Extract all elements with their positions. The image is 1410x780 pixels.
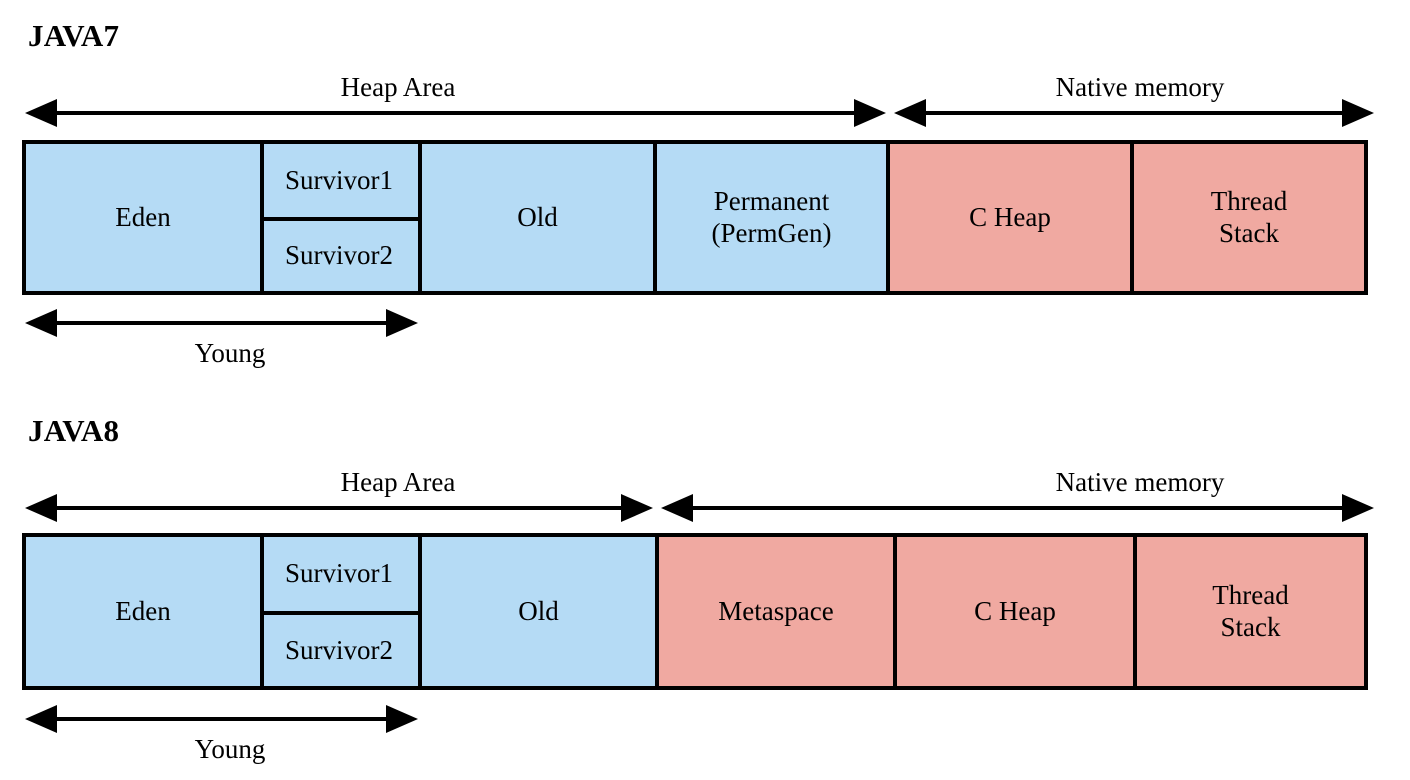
java7-young-arrow	[25, 309, 418, 337]
java7-divider-cheap-threadstack	[1130, 144, 1134, 291]
java8-region-survivor1[interactable]: Survivor1	[260, 537, 418, 611]
java7-region-survivor1-label: Survivor1	[285, 164, 393, 195]
java8-title: JAVA8	[28, 413, 120, 448]
java7-region-survivor2[interactable]: Survivor2	[260, 221, 418, 291]
java7-title: JAVA7	[28, 18, 120, 53]
java8-young-label: Young	[194, 734, 266, 764]
java8-heap-area-arrow	[25, 494, 653, 522]
java8-young-arrow	[25, 705, 418, 733]
java7-region-c-heap-label: C Heap	[969, 201, 1051, 232]
java7-divider-permanent-cheap	[886, 144, 890, 291]
java8-divider-metaspace-cheap	[893, 537, 897, 686]
java7-divider-old-permanent	[653, 144, 657, 291]
java8-region-eden[interactable]: Eden	[26, 537, 260, 686]
java7-region-eden-label: Eden	[115, 201, 171, 232]
java7-region-thread-stack[interactable]: Thread Stack	[1134, 144, 1364, 291]
java8-native-memory-label: Native memory	[1055, 467, 1225, 497]
java7-native-memory-label: Native memory	[1055, 72, 1225, 102]
java7-region-old[interactable]: Old	[422, 144, 653, 291]
java7-region-survivor2-label: Survivor2	[285, 240, 393, 271]
java7-region-permanent-label: Permanent (PermGen)	[711, 185, 832, 248]
java7-divider-survivor1-survivor2	[260, 217, 418, 221]
java7-region-c-heap[interactable]: C Heap	[890, 144, 1130, 291]
java8-region-eden-label: Eden	[115, 595, 171, 626]
java7-memory-bar: Eden Survivor1 Survivor2 Old Permanent (…	[22, 140, 1368, 295]
java7-divider-survivor-old	[418, 144, 422, 291]
java7-region-eden[interactable]: Eden	[26, 144, 260, 291]
java8-region-old-label: Old	[518, 595, 559, 626]
java7-region-thread-stack-label: Thread Stack	[1210, 185, 1288, 248]
java8-divider-survivor-old	[418, 537, 422, 686]
java8-region-survivor2[interactable]: Survivor2	[260, 615, 418, 686]
java8-region-survivor1-label: Survivor1	[285, 558, 393, 589]
java8-region-c-heap-label: C Heap	[974, 595, 1056, 626]
java8-region-c-heap[interactable]: C Heap	[897, 537, 1133, 686]
java8-region-thread-stack-label: Thread Stack	[1212, 579, 1289, 642]
java7-heap-area-arrow	[25, 99, 886, 127]
java7-region-old-label: Old	[517, 201, 558, 232]
java7-region-survivor1[interactable]: Survivor1	[260, 144, 418, 217]
java8-heap-area-label: Heap Area	[340, 467, 456, 497]
java8-memory-bar: Eden Survivor1 Survivor2 Old Metaspace C…	[22, 533, 1368, 690]
java8-native-memory-arrow	[661, 494, 1374, 522]
java8-region-old[interactable]: Old	[422, 537, 655, 686]
java8-region-thread-stack[interactable]: Thread Stack	[1137, 537, 1364, 686]
java8-region-metaspace-label: Metaspace	[718, 595, 834, 626]
java8-divider-survivor1-survivor2	[260, 611, 418, 615]
java8-divider-old-metaspace	[655, 537, 659, 686]
java7-region-permanent[interactable]: Permanent (PermGen)	[657, 144, 886, 291]
java8-region-survivor2-label: Survivor2	[285, 634, 393, 665]
java7-young-label: Young	[194, 338, 266, 368]
java8-divider-cheap-threadstack	[1133, 537, 1137, 686]
java7-native-memory-arrow	[894, 99, 1374, 127]
java7-heap-area-label: Heap Area	[340, 72, 456, 102]
java8-region-metaspace[interactable]: Metaspace	[659, 537, 893, 686]
